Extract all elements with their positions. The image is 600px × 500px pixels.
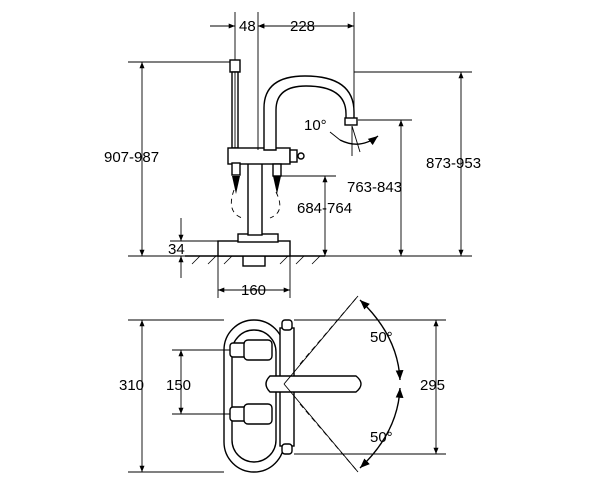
dim-spout-angle: 10° [304,117,327,134]
top-view: 50° 50° 310 150 295 [119,295,446,473]
dim-295-text: 295 [420,377,445,394]
top-swivel-lines [283,295,359,473]
floor [185,255,325,267]
dim-150 [172,349,230,415]
swivel-arc-lower [359,387,404,469]
dim-base-height [170,218,218,278]
column [247,159,263,236]
dim-763-843: 763-843 [347,179,402,196]
dim-48: 48 [239,18,256,35]
hand-shower [229,59,241,149]
dim-left-height [128,61,230,257]
dim-swivel-upper: 50° [370,329,393,346]
dim-295 [294,319,446,455]
dim-34: 34 [168,241,185,258]
dim-swivel-lower: 50° [370,429,393,446]
dim-top-spacing [210,12,355,150]
dim-base-width [217,256,291,298]
dim-150-text: 150 [166,377,191,394]
side-view: 10° 48 228 907-987 34 [104,12,481,299]
top-shower-holders [229,339,273,425]
dim-873-953 [354,71,472,257]
swivel-arc-upper [359,299,404,381]
spout-angle [329,125,379,156]
spout [263,75,358,151]
dim-684-764 [281,175,336,257]
valve-body [227,147,305,194]
top-spout [265,375,362,393]
dim-763-843 [336,119,412,257]
dim-907-987: 907-987 [104,149,159,166]
hose-loop [230,189,243,219]
dim-873-953: 873-953 [426,155,481,172]
dim-310-text: 310 [119,377,144,394]
dim-310 [128,319,224,473]
base-plate [217,240,291,257]
dim-684-764: 684-764 [297,200,352,217]
dim-228: 228 [290,18,315,35]
dim-160: 160 [241,282,266,299]
